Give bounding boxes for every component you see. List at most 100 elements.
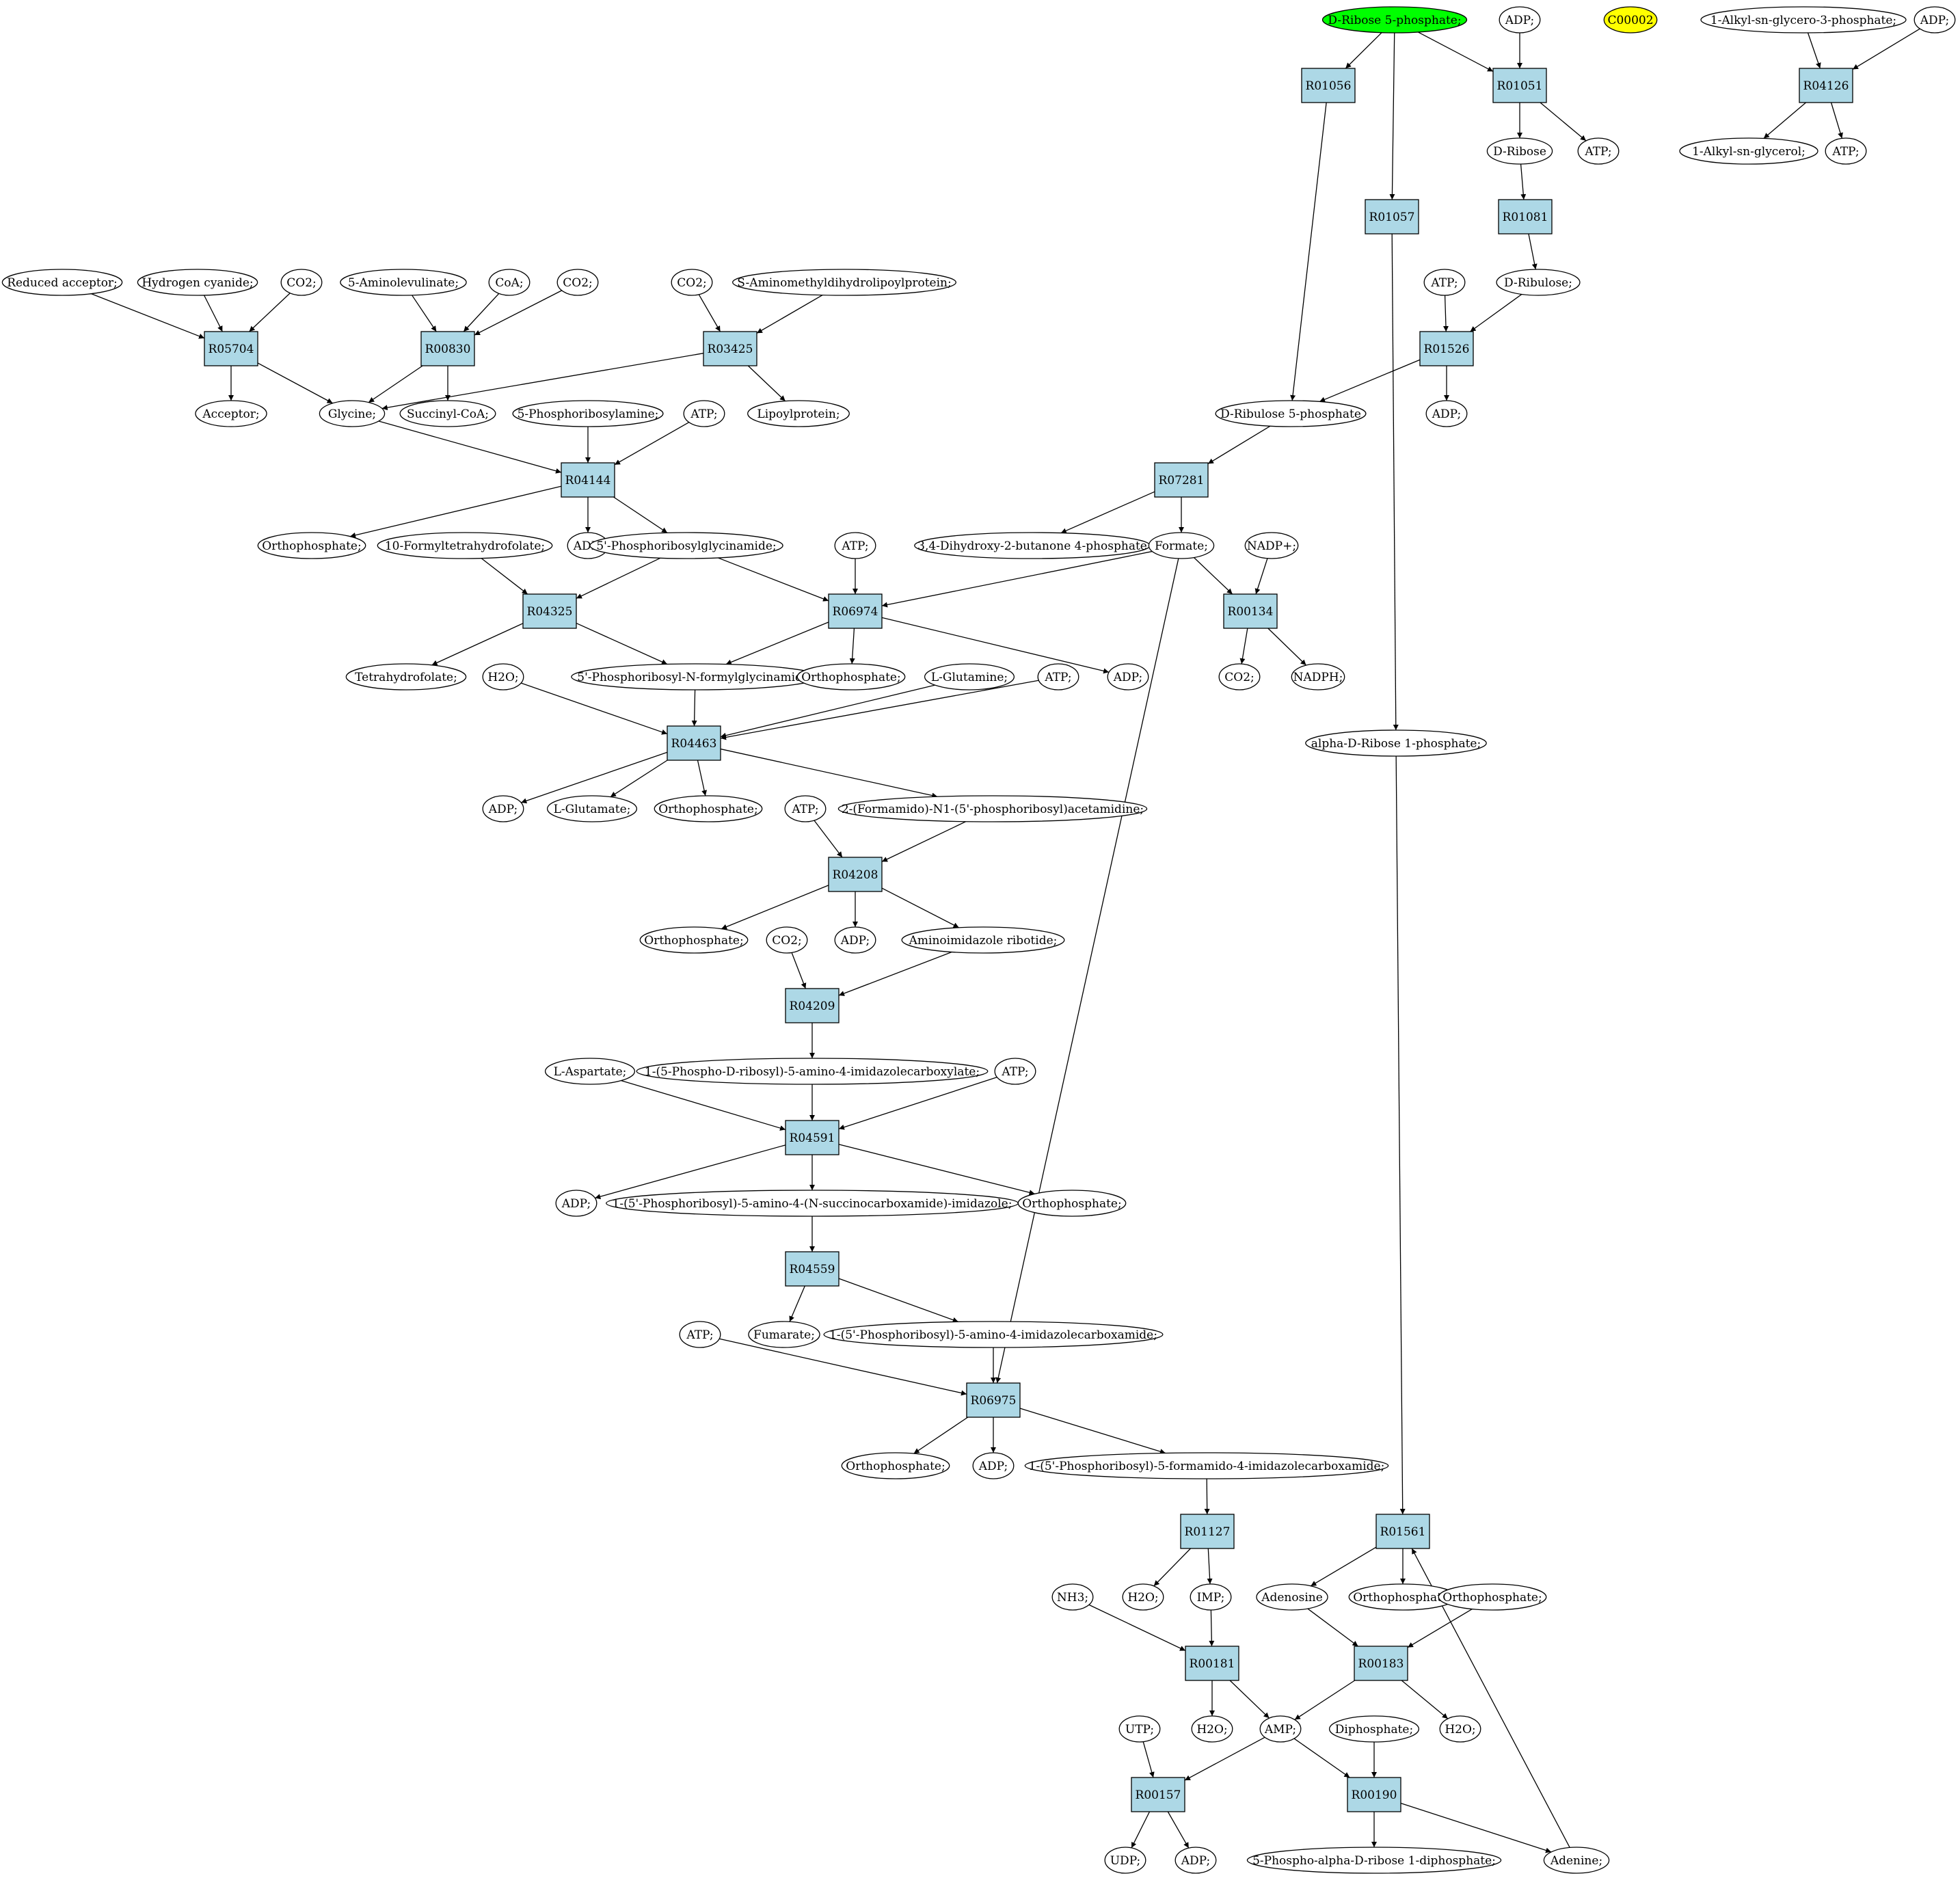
- compound-node-orthophosphate[interactable]: Orthophosphate;: [796, 663, 906, 690]
- compound-node-adp[interactable]: ADP;: [555, 1190, 598, 1217]
- compound-node-nadp[interactable]: NADP+;: [1244, 532, 1299, 559]
- compound-node-atp[interactable]: ATP;: [1037, 663, 1079, 690]
- reaction-node-r00183[interactable]: R00183: [1354, 1646, 1408, 1681]
- compound-node-orthophosphate[interactable]: Orthophosphate;: [654, 795, 763, 822]
- compound-node-d-ribose-5-phosphate[interactable]: D-Ribose 5-phosphate;: [1321, 6, 1468, 33]
- compound-node-nh3[interactable]: NH3;: [1051, 1583, 1094, 1611]
- compound-node-imp[interactable]: IMP;: [1190, 1583, 1232, 1611]
- compound-node-acceptor[interactable]: Acceptor;: [195, 400, 267, 427]
- compound-node-s-aminomethyldihydrolipoylprotein[interactable]: S-Aminomethyldihydrolipoylprotein;: [732, 269, 956, 296]
- compound-node-h2o[interactable]: H2O;: [1439, 1715, 1481, 1743]
- compound-node-amp[interactable]: AMP;: [1259, 1715, 1302, 1743]
- compound-node-h2o[interactable]: H2O;: [1122, 1583, 1164, 1611]
- compound-node-d-ribose[interactable]: D-Ribose: [1486, 137, 1553, 165]
- compound-node-adenosine[interactable]: Adenosine: [1256, 1583, 1328, 1611]
- compound-node-fumarate[interactable]: Fumarate;: [748, 1321, 820, 1348]
- compound-node-orthophosphate[interactable]: Orthophosphate;: [1017, 1190, 1127, 1217]
- compound-node-1-5-phosphoribosyl-5-amino-4-imidazolecarboxamide[interactable]: 1-(5'-Phosphoribosyl)-5-amino-4-imidazol…: [823, 1321, 1164, 1348]
- compound-node-atp[interactable]: ATP;: [1825, 137, 1867, 165]
- compound-node-co2[interactable]: CO2;: [671, 269, 713, 296]
- compound-node-atp[interactable]: ATP;: [784, 795, 827, 822]
- compound-node-co2[interactable]: CO2;: [556, 269, 599, 296]
- compound-node-hydrogen-cyanide[interactable]: Hydrogen cyanide;: [137, 269, 258, 296]
- compound-node-orthophosphate[interactable]: Orthophosphate;: [639, 926, 749, 954]
- compound-node-l-glutamine[interactable]: L-Glutamine;: [924, 663, 1015, 690]
- compound-node-h2o[interactable]: H2O;: [1191, 1715, 1233, 1743]
- compound-node-atp[interactable]: ATP;: [1423, 269, 1466, 296]
- compound-node-reduced-acceptor[interactable]: Reduced acceptor;: [1, 269, 123, 296]
- reaction-node-r00190[interactable]: R00190: [1347, 1777, 1401, 1812]
- reaction-node-r04325[interactable]: R04325: [522, 593, 577, 629]
- reaction-node-r03425[interactable]: R03425: [703, 331, 757, 366]
- reaction-node-r04208[interactable]: R04208: [828, 857, 883, 892]
- reaction-node-r01526[interactable]: R01526: [1419, 331, 1474, 366]
- compound-node-1-alkyl-sn-glycerol[interactable]: 1-Alkyl-sn-glycerol;: [1679, 137, 1818, 165]
- compound-node-1-5-phospho-d-ribosyl-5-amino-4-imidazolecarboxylate[interactable]: 1-(5-Phospho-D-ribosyl)-5-amino-4-imidaz…: [636, 1058, 989, 1085]
- compound-node-atp[interactable]: ATP;: [994, 1058, 1036, 1085]
- reaction-node-r01081[interactable]: R01081: [1498, 199, 1553, 234]
- reaction-node-r00134[interactable]: R00134: [1223, 593, 1278, 629]
- compound-node-co2[interactable]: CO2;: [766, 926, 808, 954]
- reaction-node-r00830[interactable]: R00830: [420, 331, 475, 366]
- compound-node-5-phosphoribosylamine[interactable]: 5-Phosphoribosylamine;: [512, 400, 664, 427]
- compound-node-2-formamido-n1-5-phosphoribosyl-acetamidine[interactable]: 2-(Formamido)-N1-(5'-phosphoribosyl)acet…: [837, 795, 1148, 822]
- compound-node-d-ribulose-5-phosphate[interactable]: D-Ribulose 5-phosphate: [1215, 400, 1367, 427]
- reaction-node-r04591[interactable]: R04591: [785, 1120, 840, 1155]
- compound-node-atp[interactable]: ATP;: [1577, 137, 1620, 165]
- compound-node-1-5-phosphoribosyl-5-formamido-4-imidazolecarboxamide[interactable]: 1-(5'-Phosphoribosyl)-5-formamido-4-imid…: [1024, 1452, 1389, 1479]
- compound-node-udp[interactable]: UDP;: [1104, 1847, 1146, 1874]
- compound-node-lipoylprotein[interactable]: Lipoylprotein;: [747, 400, 850, 427]
- compound-node-5-phosphoribosylglycinamide[interactable]: 5'-Phosphoribosylglycinamide;: [589, 532, 783, 559]
- compound-node-orthophosphate[interactable]: Orthophosphate;: [1438, 1583, 1547, 1611]
- compound-node-utp[interactable]: UTP;: [1118, 1715, 1161, 1743]
- compound-node-co2[interactable]: CO2;: [280, 269, 323, 296]
- compound-node-formate[interactable]: Formate;: [1148, 532, 1215, 559]
- compound-node-3-4-dihydroxy-2-butanone-4-phosphate[interactable]: 3,4-Dihydroxy-2-butanone 4-phosphate: [914, 532, 1151, 559]
- compound-node-orthophosphate[interactable]: Orthophosphate;: [257, 532, 366, 559]
- compound-node-10-formyltetrahydrofolate[interactable]: 10-Formyltetrahydrofolate;: [377, 532, 553, 559]
- compound-node-orthophosphate[interactable]: Orthophosphate;: [841, 1452, 950, 1479]
- compound-node-nadph[interactable]: NADPH;: [1291, 663, 1345, 690]
- reaction-node-r07281[interactable]: R07281: [1154, 462, 1209, 498]
- reaction-node-r06975[interactable]: R06975: [966, 1382, 1021, 1418]
- compound-node-1-5-phosphoribosyl-5-amino-4-n-succinocarboxamide-imidazole[interactable]: 1-(5'-Phosphoribosyl)-5-amino-4-(N-succi…: [606, 1190, 1019, 1217]
- compound-node-adp[interactable]: ADP;: [834, 926, 876, 954]
- compound-node-coa[interactable]: CoA;: [488, 269, 531, 296]
- compound-node-adp[interactable]: ADP;: [972, 1452, 1015, 1479]
- reaction-node-r05704[interactable]: R05704: [204, 331, 258, 366]
- compound-node-l-glutamate[interactable]: L-Glutamate;: [546, 795, 638, 822]
- reaction-node-r06974[interactable]: R06974: [828, 593, 883, 629]
- compound-node-l-aspartate[interactable]: L-Aspartate;: [544, 1058, 636, 1085]
- compound-node-adp[interactable]: ADP;: [482, 795, 524, 822]
- compound-node-glycine[interactable]: Glycine;: [319, 400, 386, 427]
- reaction-node-r00157[interactable]: R00157: [1131, 1777, 1185, 1812]
- compound-node-adp[interactable]: ADP;: [1914, 6, 1956, 33]
- reaction-node-r04559[interactable]: R04559: [785, 1251, 840, 1287]
- reaction-node-r01561[interactable]: R01561: [1375, 1514, 1430, 1549]
- compound-node-diphosphate[interactable]: Diphosphate;: [1328, 1715, 1420, 1743]
- compound-node-atp[interactable]: ATP;: [683, 400, 725, 427]
- compound-node-d-ribulose[interactable]: D-Ribulose;: [1496, 269, 1581, 296]
- compound-node-h2o[interactable]: H2O;: [482, 663, 524, 690]
- compound-node-orthophosphate[interactable]: Orthophosphate;: [1348, 1583, 1458, 1611]
- compound-node-c00002[interactable]: C00002: [1603, 6, 1658, 33]
- compound-node-5-phospho-alpha-d-ribose-1-diphosphate[interactable]: 5-Phospho-alpha-D-ribose 1-diphosphate;: [1246, 1847, 1502, 1874]
- reaction-node-r04463[interactable]: R04463: [667, 725, 721, 761]
- compound-node-5-aminolevulinate[interactable]: 5-Aminolevulinate;: [340, 269, 467, 296]
- compound-node-5-phosphoribosyl-n-formylglycinamide[interactable]: 5'-Phosphoribosyl-N-formylglycinamide;: [571, 663, 820, 690]
- compound-node-adp[interactable]: ADP;: [1107, 663, 1149, 690]
- compound-node-tetrahydrofolate[interactable]: Tetrahydrofolate;: [345, 663, 467, 690]
- reaction-node-r04144[interactable]: R04144: [561, 462, 615, 498]
- compound-node-adp[interactable]: ADP;: [1174, 1847, 1217, 1874]
- compound-node-atp[interactable]: ATP;: [834, 532, 876, 559]
- reaction-node-r04126[interactable]: R04126: [1799, 68, 1853, 103]
- reaction-node-r01056[interactable]: R01056: [1301, 68, 1356, 103]
- compound-node-atp[interactable]: ATP;: [679, 1321, 721, 1348]
- compound-node-adp[interactable]: ADP;: [1425, 400, 1468, 427]
- reaction-node-r00181[interactable]: R00181: [1185, 1646, 1239, 1681]
- reaction-node-r04209[interactable]: R04209: [785, 988, 840, 1023]
- compound-node-succinyl-coa[interactable]: Succinyl-CoA;: [399, 400, 496, 427]
- compound-node-1-alkyl-sn-glycero-3-phosphate[interactable]: 1-Alkyl-sn-glycero-3-phosphate;: [1700, 6, 1907, 33]
- compound-node-adenine[interactable]: Adenine;: [1543, 1847, 1610, 1874]
- compound-node-adp[interactable]: ADP;: [1499, 6, 1541, 33]
